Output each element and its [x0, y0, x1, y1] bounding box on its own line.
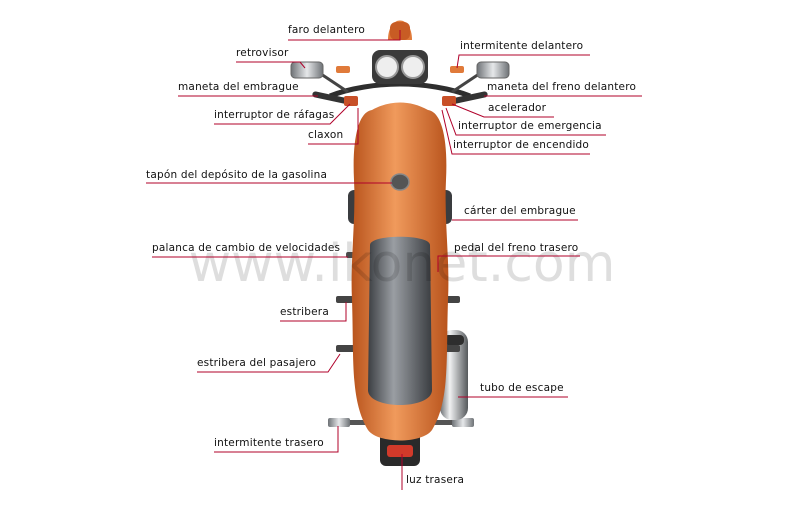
leader-estribera-pasajero — [197, 353, 341, 373]
leader-estribera — [280, 302, 347, 322]
label-maneta-embrague: maneta del embrague — [178, 81, 299, 93]
leader-retrovisor — [236, 61, 306, 69]
right-switch-housing — [442, 96, 456, 106]
label-claxon: claxon — [308, 129, 344, 141]
rear-turn-signal-right — [452, 418, 474, 427]
label-intermitente-delantero: intermitente delantero — [460, 40, 584, 52]
leader-interruptor-rafagas — [214, 103, 351, 125]
leader-faro-delantero — [288, 30, 401, 41]
label-interruptor-emergencia: interruptor de emergencia — [458, 120, 602, 132]
mirror-left — [290, 61, 324, 79]
speedometer — [375, 55, 399, 79]
label-acelerador: acelerador — [488, 102, 547, 114]
rear-turn-signal-left-stem — [350, 420, 378, 425]
fuel-cap — [390, 173, 410, 191]
label-pedal-freno-trasero: pedal del freno trasero — [454, 242, 579, 254]
label-palanca-cambio: palanca de cambio de velocidades — [152, 242, 341, 254]
passenger-footpeg-left — [336, 345, 356, 352]
label-tapon-deposito: tapón del depósito de la gasolina — [146, 169, 328, 181]
label-faro-delantero: faro delantero — [288, 24, 365, 36]
exhaust-tip — [444, 335, 464, 345]
label-luz-trasera: luz trasera — [406, 474, 465, 486]
label-interruptor-rafagas: interruptor de ráfagas — [214, 109, 335, 121]
brake-lever — [448, 91, 488, 105]
label-estribera-pasajero: estribera del pasajero — [197, 357, 317, 369]
label-carter-embrague: cárter del embrague — [464, 205, 576, 217]
leader-intermitente-trasero — [214, 426, 339, 453]
handlebar — [329, 81, 471, 99]
seat — [368, 236, 432, 405]
leader-acelerador — [451, 103, 554, 118]
label-intermitente-trasero: intermitente trasero — [214, 437, 324, 449]
leader-interruptor-emergencia — [445, 107, 606, 136]
label-retrovisor: retrovisor — [236, 47, 289, 59]
front-turn-signal-right — [450, 66, 464, 73]
tail-light-shape — [387, 445, 413, 457]
leader-claxon — [308, 108, 359, 145]
label-maneta-freno-delantero: maneta del freno delantero — [487, 81, 637, 93]
clutch-lever — [312, 91, 352, 105]
leader-lines — [146, 30, 642, 490]
label-tubo-escape: tubo de escape — [480, 382, 564, 394]
label-estribera: estribera — [280, 306, 329, 318]
left-switch-housing — [344, 96, 358, 106]
rear-turn-signal-right-stem — [422, 420, 452, 425]
tachometer — [401, 55, 425, 79]
watermark-text: www.ikonet.com — [189, 234, 616, 294]
front-turn-signal-left — [336, 66, 350, 73]
mirror-right — [476, 61, 510, 79]
label-interruptor-encendido: interruptor de encendido — [453, 139, 590, 151]
leader-intermitente-delantero — [456, 54, 590, 69]
leader-interruptor-encendido — [441, 109, 590, 155]
leader-pedal-freno — [437, 255, 580, 272]
rear-turn-signal-left — [328, 418, 350, 427]
